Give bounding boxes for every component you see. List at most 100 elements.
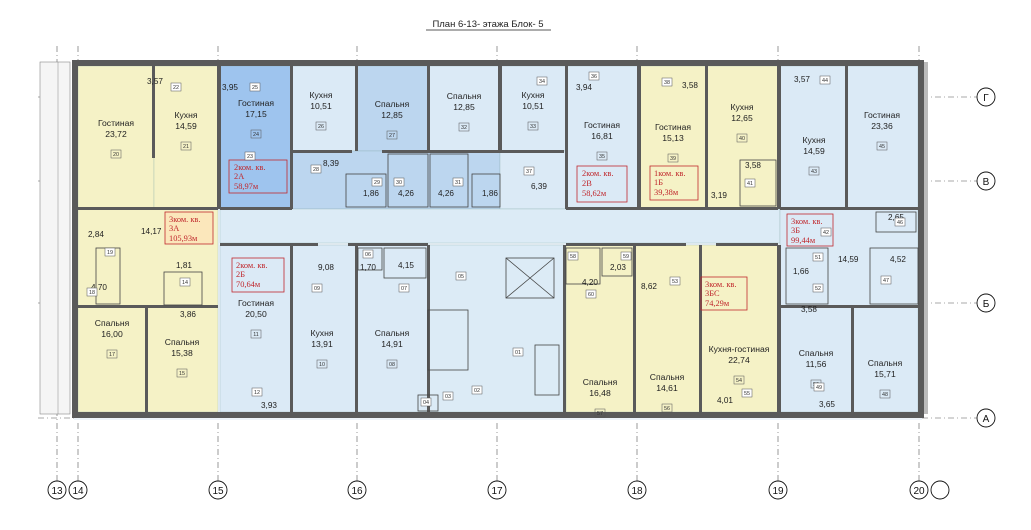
room-area: 16,00 — [101, 329, 123, 339]
svg-text:1,81: 1,81 — [176, 261, 192, 270]
svg-text:4,26: 4,26 — [438, 189, 454, 198]
code-tag-c19: 19 — [104, 247, 116, 257]
svg-text:51: 51 — [815, 255, 821, 261]
room-area: 13,91 — [311, 339, 333, 349]
room-area: 15,38 — [171, 348, 193, 358]
apartment-3b: 3ком. кв. 3Б 99,44м — [786, 213, 834, 247]
code-tag-c02: 02 — [471, 385, 483, 395]
room-code: 48 — [882, 392, 888, 398]
svg-text:4,01: 4,01 — [717, 396, 733, 405]
svg-text:3,95: 3,95 — [222, 83, 238, 92]
room-code: 15 — [179, 371, 185, 377]
code-tag-c07: 07 — [398, 283, 410, 293]
svg-text:39,38м: 39,38м — [654, 188, 679, 197]
svg-text:58,97м: 58,97м — [234, 182, 259, 191]
apartment-1b: 1ком. кв. 1Б 39,38м — [649, 165, 699, 201]
room-area: 10,51 — [310, 101, 332, 111]
room-code: 57 — [597, 411, 603, 417]
code-tag-c29: 29 — [371, 177, 383, 187]
apartment-2v: 2ком. кв. 2В 58,62м — [576, 165, 628, 203]
svg-text:42: 42 — [823, 230, 829, 236]
room-name: Гостиная — [584, 120, 620, 130]
axis-row-g: Г — [983, 93, 989, 104]
svg-text:3ком. кв.: 3ком. кв. — [791, 217, 822, 226]
svg-text:22: 22 — [173, 85, 179, 91]
svg-text:53: 53 — [672, 279, 678, 285]
room-area: 22,74 — [728, 355, 750, 365]
svg-text:8,39: 8,39 — [323, 159, 339, 168]
svg-text:1ком. кв.: 1ком. кв. — [654, 169, 685, 178]
code-tag-c38: 38 — [661, 77, 673, 87]
svg-text:19: 19 — [107, 250, 113, 256]
svg-text:1,66: 1,66 — [793, 267, 809, 276]
code-tag-c09: 09 — [311, 283, 323, 293]
code-tag-c04: 04 — [420, 397, 432, 407]
room-code: 40 — [739, 136, 745, 142]
svg-text:1,86: 1,86 — [363, 189, 379, 198]
svg-text:3А: 3А — [169, 224, 179, 233]
svg-text:99,44м: 99,44м — [791, 236, 816, 245]
svg-text:2В: 2В — [582, 179, 592, 188]
room-name: Кухня — [175, 110, 198, 120]
svg-text:4,15: 4,15 — [398, 261, 414, 270]
svg-text:30: 30 — [396, 180, 402, 186]
svg-text:18: 18 — [89, 290, 95, 296]
svg-text:3Б: 3Б — [791, 226, 800, 235]
svg-text:55: 55 — [744, 391, 750, 397]
balconies — [39, 61, 928, 415]
axis-col-19: 19 — [772, 486, 784, 497]
room-name: Гостиная — [864, 110, 900, 120]
svg-text:29: 29 — [374, 180, 380, 186]
room-name: Кухня — [803, 135, 826, 145]
room-area: 12,85 — [453, 102, 475, 112]
svg-text:4,70: 4,70 — [91, 283, 107, 292]
room-code: 11 — [253, 332, 259, 338]
code-tag-c23: 23 — [244, 151, 256, 161]
svg-text:14: 14 — [182, 280, 188, 286]
svg-text:1,86: 1,86 — [482, 189, 498, 198]
axis-col-18: 18 — [631, 486, 643, 497]
svg-text:6,39: 6,39 — [531, 182, 547, 191]
svg-text:3,58: 3,58 — [682, 81, 698, 90]
code-tag-c28: 28 — [310, 164, 322, 174]
svg-text:23: 23 — [247, 154, 253, 160]
svg-text:3,57: 3,57 — [147, 77, 163, 86]
code-tag-c22: 22 — [170, 82, 182, 92]
room-area: 15,13 — [662, 133, 684, 143]
code-tag-c03: 03 — [442, 391, 454, 401]
code-tag-c30: 30 — [393, 177, 405, 187]
svg-text:3ком. кв.: 3ком. кв. — [169, 215, 200, 224]
svg-text:44: 44 — [822, 78, 828, 84]
svg-text:01: 01 — [515, 350, 521, 356]
code-tag-c44: 44 — [819, 75, 831, 85]
svg-text:25: 25 — [252, 85, 258, 91]
apartment-3a: 3ком. кв. 3А 105,93м — [164, 211, 214, 245]
code-tag-c51: 51 — [812, 252, 824, 262]
code-tag-c60: 60 — [585, 289, 597, 299]
room-area: 12,85 — [381, 110, 403, 120]
svg-text:12: 12 — [254, 390, 260, 396]
svg-text:2,84: 2,84 — [88, 230, 104, 239]
room-area: 16,48 — [589, 388, 611, 398]
svg-text:02: 02 — [474, 388, 480, 394]
code-tag-c31: 31 — [452, 177, 464, 187]
room-name: Кухня-гостиная — [709, 344, 770, 354]
room-name: Кухня — [522, 90, 545, 100]
svg-text:4,20: 4,20 — [582, 278, 598, 287]
svg-text:3,86: 3,86 — [180, 310, 196, 319]
code-tag-c34: 34 — [536, 76, 548, 86]
code-tag-c25: 25 — [249, 82, 261, 92]
